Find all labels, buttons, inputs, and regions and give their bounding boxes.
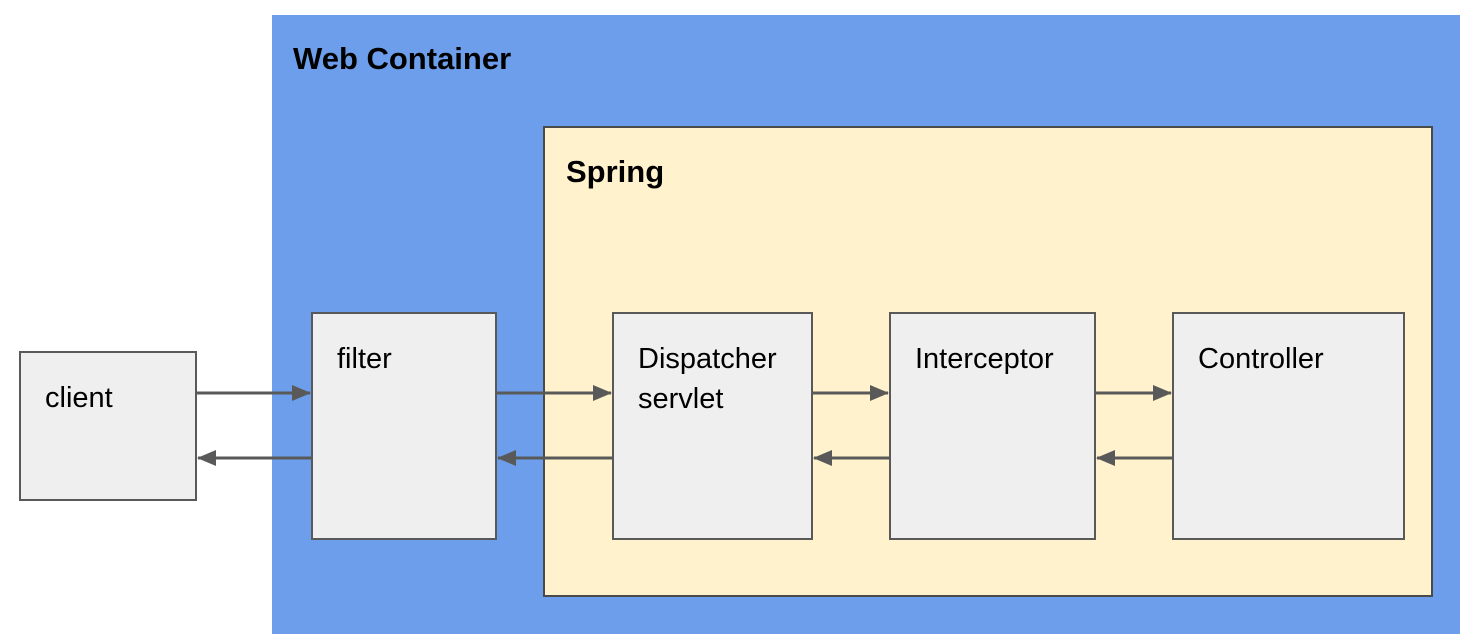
web-container-title: Web Container bbox=[293, 41, 512, 76]
node-filter: filter bbox=[311, 312, 497, 540]
spring-title: Spring bbox=[566, 154, 665, 189]
node-controller: Controller bbox=[1172, 312, 1405, 540]
node-interceptor: Interceptor bbox=[889, 312, 1096, 540]
node-client: client bbox=[19, 351, 197, 501]
node-dispatcher-servlet: Dispatcher servlet bbox=[612, 312, 813, 540]
